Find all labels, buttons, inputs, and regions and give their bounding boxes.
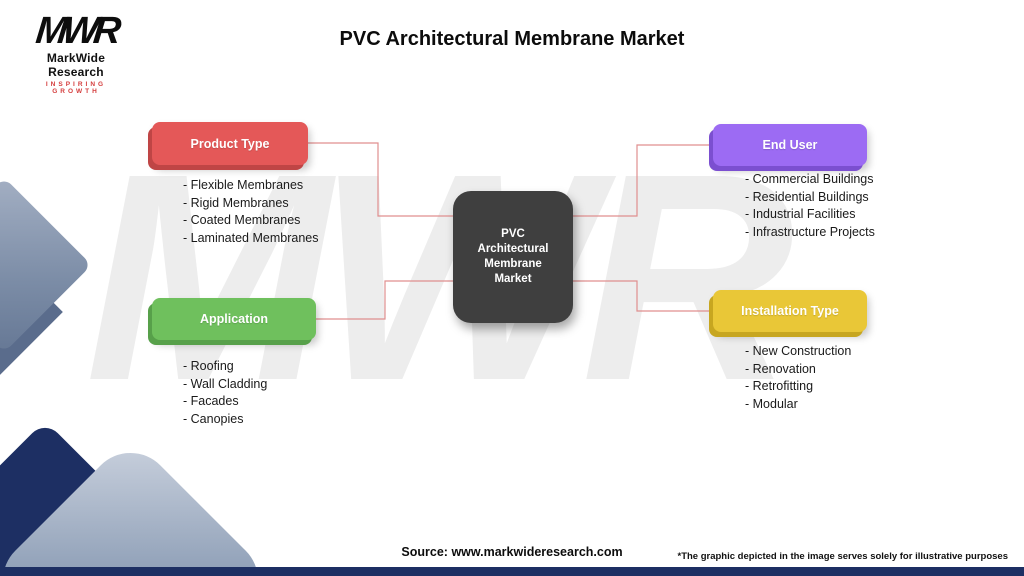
logo-tagline: INSPIRING GROWTH [45, 81, 107, 95]
connector-product-type [308, 142, 453, 217]
list-item: - New Construction [745, 344, 852, 358]
list-item: - Modular [745, 396, 798, 411]
disclaimer-text: *The graphic depicted in the image serve… [677, 551, 1009, 562]
segment-box-product-type: Product Type [152, 122, 308, 165]
list-item: - Renovation [745, 361, 816, 376]
segment-box-application: Application [152, 298, 316, 340]
page-title: PVC Architectural Membrane Market [339, 28, 685, 50]
center-node-label: PVC Architectural Membrane Market [477, 228, 549, 285]
segment-label-product-type: Product Type [190, 136, 270, 151]
connector-application [316, 280, 453, 320]
list-item: - Flexible Membranes [183, 178, 304, 192]
segment-label-installation-type: Installation Type [741, 304, 839, 318]
list-item: - Facades [183, 394, 239, 409]
list-item: - Rigid Membranes [183, 195, 289, 210]
list-item: - Residential Buildings [745, 189, 869, 204]
list-item: - Infrastructure Projects [745, 224, 875, 239]
segment-list-end-user: - Commercial Buildings - Residential Bui… [745, 171, 875, 241]
connector-installation-type [573, 280, 713, 312]
list-item: - Industrial Facilities [745, 207, 856, 222]
source-url: www.markwideresearch.com [451, 545, 623, 559]
segment-label-application: Application [199, 312, 269, 326]
segment-list-installation-type: - New Construction - Renovation - Retrof… [745, 343, 851, 413]
logo-name: MarkWide Research [46, 51, 106, 79]
connector-end-user [573, 144, 713, 217]
segment-list-application: - Roofing - Wall Cladding - Facades - Ca… [183, 358, 267, 428]
segment-box-end-user: End User [713, 124, 867, 166]
list-item: - Roofing [183, 359, 234, 373]
segment-box-installation-type: Installation Type [713, 290, 867, 332]
list-item: - Laminated Membranes [183, 230, 319, 245]
source-label: Source: [401, 545, 448, 559]
segment-label-end-user: End User [762, 138, 818, 152]
source-line: Source: www.markwideresearch.com [0, 545, 1024, 559]
background-watermark-text: MWR [85, 112, 794, 442]
list-item: - Canopies [183, 411, 244, 426]
bottom-accent-bar [0, 567, 1024, 576]
list-item: - Retrofitting [745, 379, 814, 394]
list-item: - Commercial Buildings [745, 172, 874, 186]
markwide-research-logo: MWR MarkWide Research INSPIRING GROWTH [22, 10, 130, 95]
list-item: - Wall Cladding [183, 376, 268, 391]
segment-list-product-type: - Flexible Membranes - Rigid Membranes -… [183, 177, 318, 247]
list-item: - Coated Membranes [183, 213, 301, 228]
center-node: PVC Architectural Membrane Market [453, 191, 573, 323]
